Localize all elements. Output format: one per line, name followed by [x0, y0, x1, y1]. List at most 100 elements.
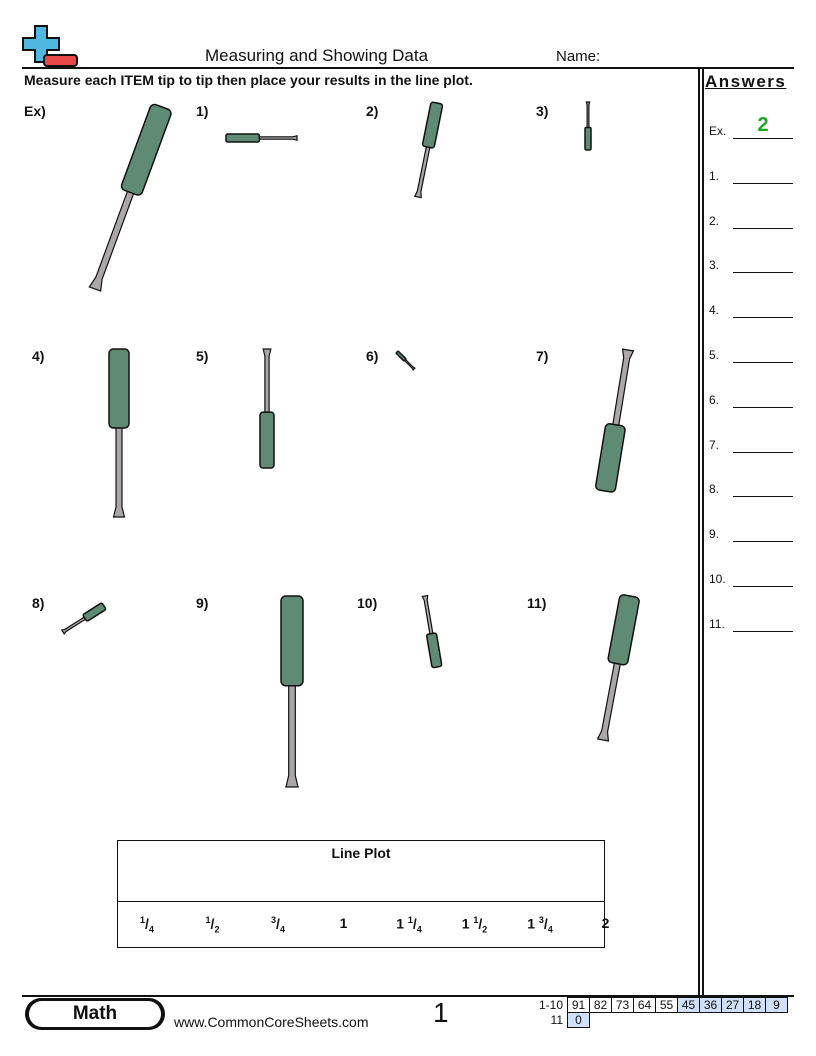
tick-numerator: 1 — [473, 915, 479, 925]
tick-numerator: 1 — [140, 915, 146, 925]
answer-label: 2. — [709, 213, 720, 228]
line-plot-title: Line Plot — [331, 845, 391, 861]
score-cell: 36 — [699, 997, 722, 1013]
screwdriver-icon — [280, 595, 304, 788]
answer-label: 8. — [709, 482, 720, 497]
problem-label: 2) — [366, 103, 379, 119]
instructions: Measure each ITEM tip to tip then place … — [24, 72, 473, 88]
answer-row: 4. — [709, 303, 793, 319]
problem-label: 7) — [536, 348, 549, 364]
score-row-label: 11 — [550, 1013, 563, 1027]
tick-denominator: 4 — [148, 924, 154, 935]
answer-field[interactable] — [733, 496, 793, 498]
screwdriver-icon — [259, 348, 275, 469]
page-number: 1 — [433, 997, 449, 1028]
tick-whole: 2 — [601, 915, 610, 931]
answer-value: 2 — [757, 114, 769, 136]
line-plot-tick: 1/2 — [205, 915, 220, 935]
answer-field[interactable] — [733, 541, 793, 543]
line-plot-tick: 1 1/2 — [461, 915, 488, 935]
answer-row: 10. — [709, 572, 793, 587]
problem-label: 1) — [196, 103, 209, 119]
answer-label: 7. — [709, 437, 720, 452]
screwdriver-illustrations — [60, 101, 640, 788]
answer-row: 9. — [709, 527, 793, 543]
answer-label: 5. — [709, 348, 720, 362]
screwdriver-icon — [225, 133, 298, 143]
subject-label: Math — [29, 1001, 161, 1027]
tick-numerator: 3 — [538, 915, 544, 925]
problem-label: 11) — [527, 595, 547, 611]
line-plot-tick: 1 — [340, 915, 348, 931]
tick-whole: 1 — [339, 915, 348, 931]
score-cell: 55 — [655, 997, 678, 1013]
score-cell: 91 — [567, 997, 590, 1013]
answer-label: 6. — [709, 392, 720, 407]
score-cell: 64 — [633, 997, 656, 1013]
score-cell: 9 — [765, 997, 788, 1013]
answer-label: 9. — [709, 527, 720, 542]
problem-label: 10) — [357, 595, 378, 611]
score-cell: 0 — [567, 1012, 590, 1028]
answer-field[interactable] — [733, 451, 793, 453]
line-plot-tick: 2 — [602, 915, 610, 931]
tick-numerator: 1 — [407, 915, 413, 925]
answer-field[interactable] — [733, 317, 793, 319]
answer-label: 4. — [709, 303, 720, 318]
problem-label: 8) — [32, 595, 45, 611]
answer-field[interactable] — [733, 182, 793, 184]
answer-row: 6. — [709, 392, 793, 408]
answers-divider — [698, 68, 700, 996]
tick-whole: 1 — [461, 915, 470, 932]
footer-divider — [22, 995, 794, 997]
name-label: Name: — [556, 48, 601, 65]
score-cell: 27 — [721, 997, 744, 1013]
answer-row: 2. — [709, 213, 793, 229]
screwdriver-icon — [595, 348, 635, 493]
answer-field[interactable] — [733, 630, 793, 632]
answer-row: 8. — [709, 482, 793, 498]
screwdriver-icon — [108, 348, 130, 518]
tick-denominator: 4 — [547, 924, 553, 935]
screwdriver-icon — [413, 101, 444, 199]
answer-row: 1. — [709, 169, 793, 184]
tick-numerator: 1 — [205, 915, 211, 925]
answer-field[interactable] — [733, 227, 793, 229]
line-plot-tick: 3/4 — [271, 915, 285, 935]
tick-whole: 1 — [527, 915, 535, 932]
problem-label: 9) — [196, 595, 209, 611]
screwdriver-icon — [88, 103, 172, 292]
answer-field[interactable] — [733, 586, 793, 587]
answer-row: 5. — [709, 348, 793, 363]
website-link[interactable]: www.CommonCoreSheets.com — [174, 1014, 369, 1030]
tick-numerator: 3 — [271, 915, 277, 925]
screwdriver-icon — [596, 594, 640, 742]
problem-label: 3) — [536, 103, 549, 119]
line-plot-axis — [118, 901, 604, 902]
score-cell: 45 — [677, 997, 700, 1013]
tick-denominator: 4 — [416, 924, 422, 935]
answers-heading: Answers — [705, 72, 787, 91]
answer-label: Ex. — [709, 124, 727, 138]
tick-denominator: 4 — [279, 924, 285, 935]
answers-divider — [702, 68, 704, 996]
header-divider — [22, 67, 794, 69]
answer-field[interactable] — [733, 138, 793, 139]
tick-denominator: 2 — [482, 924, 488, 935]
answer-field[interactable] — [733, 272, 793, 274]
score-cell: 73 — [611, 997, 634, 1013]
problem-label: 5) — [196, 348, 209, 364]
answer-row: 3. — [709, 258, 793, 274]
answer-row: 11. — [709, 617, 793, 632]
line-plot-tick: 1 3/4 — [527, 915, 553, 935]
tick-denominator: 2 — [214, 924, 220, 935]
worksheet-title: Measuring and Showing Data — [205, 46, 429, 65]
answer-field[interactable] — [733, 406, 793, 408]
answer-label: 10. — [709, 572, 726, 586]
screwdriver-icon — [60, 602, 107, 635]
answer-field[interactable] — [733, 362, 793, 363]
screwdriver-icon — [584, 101, 592, 151]
